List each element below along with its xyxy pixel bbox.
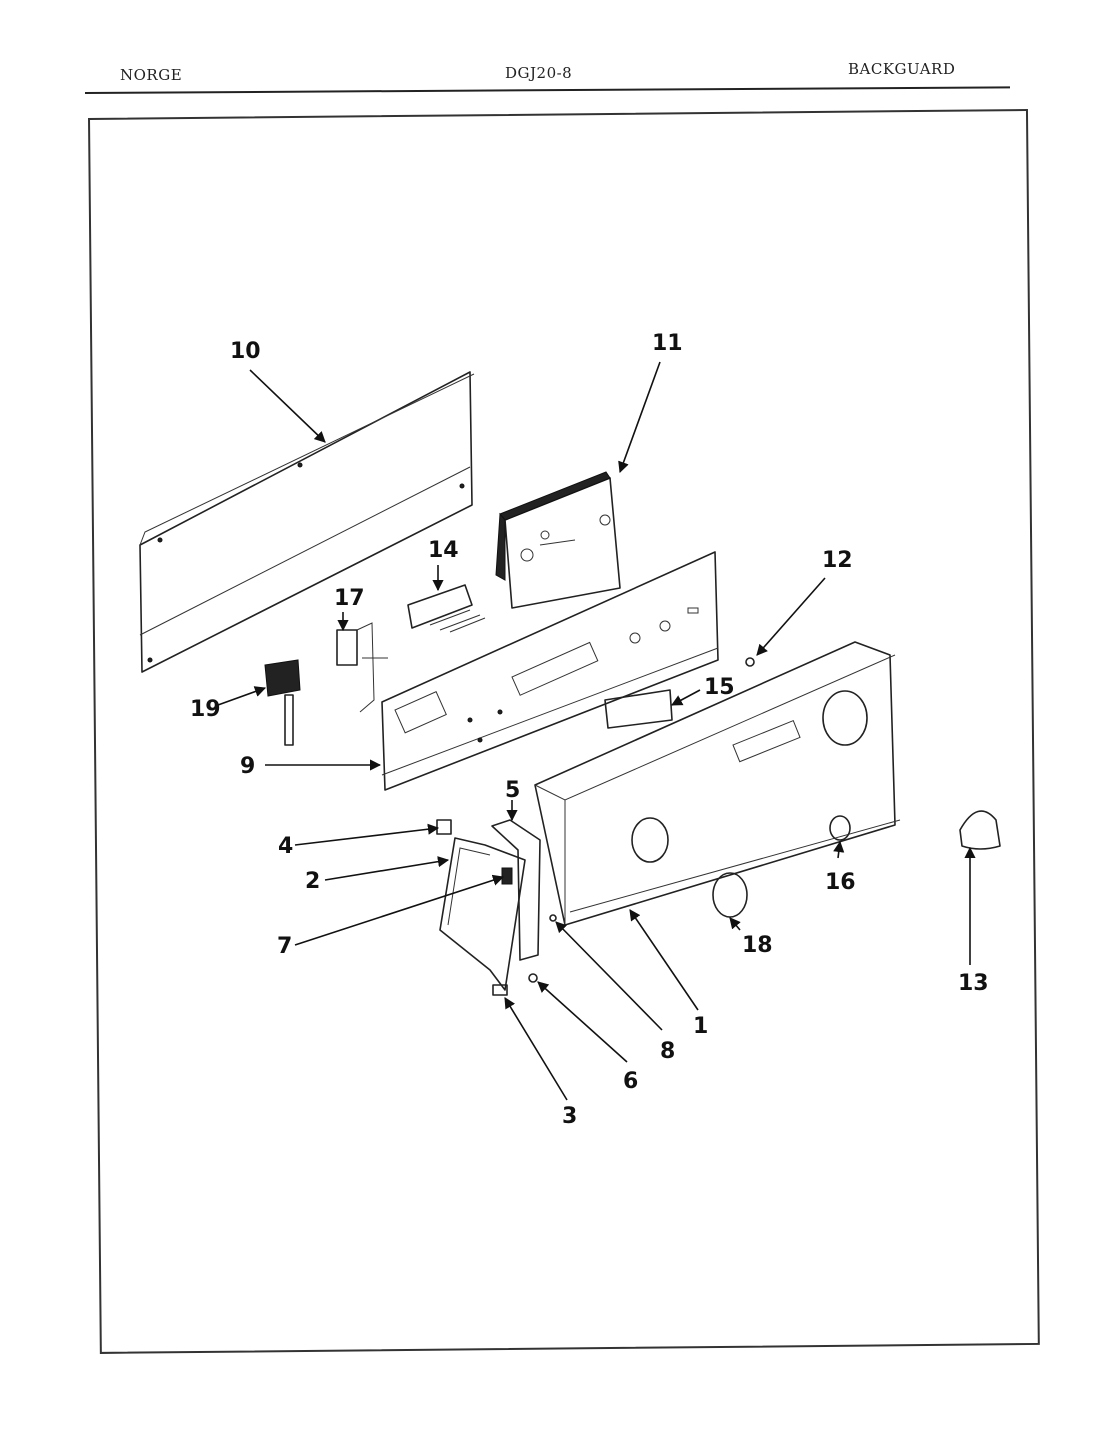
part-4-clip bbox=[436, 819, 452, 835]
callout-3: 3 bbox=[562, 1104, 577, 1129]
callout-18: 18 bbox=[742, 933, 773, 958]
callout-6: 6 bbox=[623, 1069, 638, 1094]
leader-6 bbox=[537, 981, 628, 1063]
section-title: BACKGUARD bbox=[848, 60, 956, 78]
callout-19: 19 bbox=[190, 697, 221, 722]
part-12-screw bbox=[745, 657, 755, 667]
leader-11 bbox=[618, 361, 661, 474]
part-14-switch bbox=[407, 584, 486, 633]
callout-2: 2 bbox=[305, 869, 320, 894]
part-3-clip bbox=[492, 984, 508, 996]
leader-1 bbox=[629, 909, 699, 1011]
callout-13: 13 bbox=[958, 971, 989, 996]
part-11-timer bbox=[495, 471, 621, 609]
model-number: DGJ20-8 bbox=[505, 64, 573, 82]
leader-2 bbox=[324, 856, 450, 881]
leader-7 bbox=[294, 874, 505, 946]
leader-3 bbox=[504, 997, 568, 1101]
part-8-screw bbox=[549, 914, 557, 922]
part-18-knob bbox=[712, 872, 748, 918]
callout-12: 12 bbox=[822, 548, 853, 573]
part-2-end-cap bbox=[439, 837, 526, 991]
callout-15: 15 bbox=[704, 675, 735, 700]
leader-10 bbox=[249, 369, 326, 443]
callout-11: 11 bbox=[652, 331, 683, 356]
callout-7: 7 bbox=[277, 934, 292, 959]
part-10-rear-panel bbox=[139, 371, 475, 673]
part-6-screw bbox=[528, 973, 538, 983]
part-1-backguard bbox=[534, 641, 901, 926]
leader-19 bbox=[217, 686, 267, 706]
callout-5: 5 bbox=[505, 778, 520, 803]
part-9-control-panel bbox=[381, 551, 719, 791]
leader-18 bbox=[729, 917, 741, 931]
callout-17: 17 bbox=[334, 586, 365, 611]
leader-15 bbox=[671, 689, 701, 706]
part-16-knob bbox=[829, 815, 851, 841]
part-15-indicator bbox=[604, 689, 673, 729]
callout-8: 8 bbox=[660, 1039, 675, 1064]
part-13-knob bbox=[959, 810, 1001, 850]
callout-9: 9 bbox=[240, 754, 255, 779]
callout-1: 1 bbox=[693, 1014, 708, 1039]
leader-8 bbox=[555, 921, 663, 1031]
part-19-heat-sink bbox=[264, 659, 301, 746]
leader-16 bbox=[833, 840, 845, 859]
callout-14: 14 bbox=[428, 538, 459, 563]
leader-12 bbox=[756, 577, 826, 656]
part-17-relay bbox=[336, 622, 388, 713]
callout-16: 16 bbox=[825, 870, 856, 895]
callout-10: 10 bbox=[230, 339, 261, 364]
brand-label: NORGE bbox=[120, 66, 183, 84]
callout-4: 4 bbox=[278, 834, 293, 859]
leader-4 bbox=[294, 823, 440, 846]
part-5-trim bbox=[491, 819, 541, 961]
part-7-bracket bbox=[501, 867, 513, 885]
